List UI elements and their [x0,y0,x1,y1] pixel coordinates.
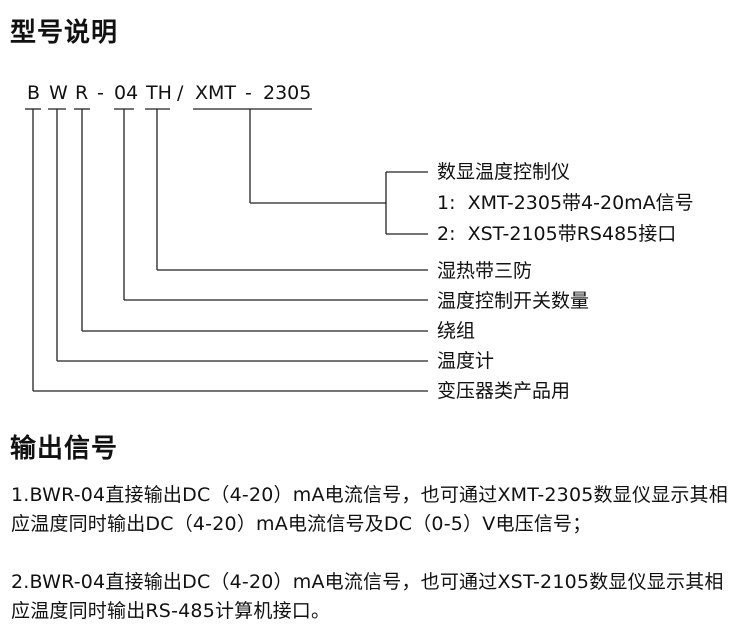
code-dash-1: - [97,82,104,104]
output-paragraph-1: 1.BWR-04直接输出DC（4-20）mA电流信号，也可通过XMT-2305数… [11,484,728,535]
code-part-w: W [49,82,68,104]
desc-winding: 绕组 [437,320,476,342]
code-dash-2: - [245,82,252,104]
code-part-04: 04 [114,82,139,104]
code-part-r: R [75,82,89,104]
code-slash: / [177,82,184,104]
code-part-xmt: XMT [195,82,237,104]
desc-option-xst: 2: XST-2105带RS485接口 [437,223,677,245]
output-paragraph-2: 2.BWR-04直接输出DC（4-20）mA电流信号，也可通过XST-2105数… [11,571,724,622]
desc-digital-temp-controller: 数显温度控制仪 [437,161,571,183]
desc-transformer-product: 变压器类产品用 [437,380,571,402]
output-signal-heading: 输出信号 [10,434,119,464]
desc-option-xmt: 1: XMT-2305带4-20mA信号 [437,192,694,214]
code-part-2305: 2305 [263,82,312,104]
model-description-heading: 型号说明 [10,18,119,48]
desc-thermometer: 温度计 [437,350,495,372]
code-part-b: B [27,82,41,104]
desc-tropical-protection: 湿热带三防 [437,260,533,282]
code-part-th: TH [146,82,172,104]
desc-switch-count: 温度控制开关数量 [437,290,590,312]
